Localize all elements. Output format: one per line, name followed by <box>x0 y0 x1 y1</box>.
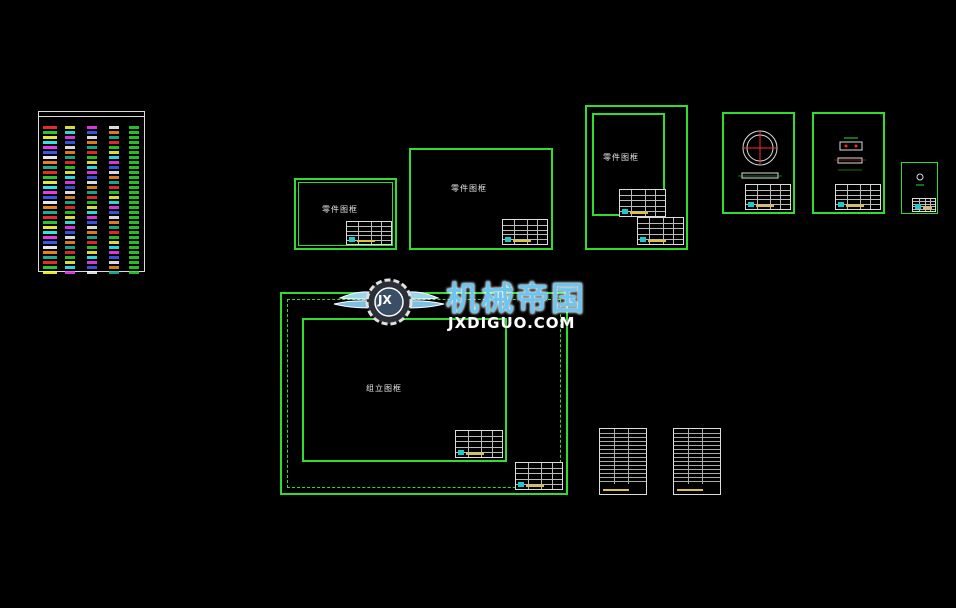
part-frame-small[interactable]: 零件图框 <box>294 178 397 250</box>
title-block <box>835 184 881 210</box>
part-drawing-flange[interactable] <box>722 112 795 214</box>
part-drawing-shaft[interactable] <box>812 112 885 214</box>
layer-legend-table[interactable] <box>38 111 145 274</box>
title-block <box>455 430 503 458</box>
flange-view-icon <box>738 130 782 179</box>
title-block <box>515 462 563 490</box>
shaft-view-icon <box>834 137 866 171</box>
part-frame-medium[interactable]: 零件图框 <box>409 148 553 250</box>
part-frame-tall[interactable]: 零件图框 <box>585 105 688 250</box>
title-block <box>745 184 791 210</box>
part-frame-small-label: 零件图框 <box>322 205 358 214</box>
title-block <box>619 189 666 217</box>
title-block <box>912 198 936 212</box>
title-block <box>637 217 684 245</box>
title-block <box>502 219 548 245</box>
assembly-inner-frame[interactable]: 组立图框 <box>302 318 507 462</box>
brand-url: JXDIGUO.COM <box>448 314 576 332</box>
part-drawing-small[interactable] <box>901 162 938 214</box>
part-frame-tall-label: 零件图框 <box>603 153 639 162</box>
title-block <box>346 221 392 245</box>
emblem-letters: JX <box>378 293 392 307</box>
assembly-frame-label: 组立图框 <box>366 384 402 393</box>
parts-list-table[interactable] <box>599 428 647 495</box>
parts-list-table[interactable] <box>673 428 721 495</box>
brand-emblem-icon <box>333 278 445 326</box>
brand-name: 机械帝国 <box>446 279 586 318</box>
watermark: JX 机械帝国 JXDIGUO.COM <box>330 268 630 336</box>
part-frame-medium-label: 零件图框 <box>451 184 487 193</box>
part-view-icon <box>916 173 924 186</box>
